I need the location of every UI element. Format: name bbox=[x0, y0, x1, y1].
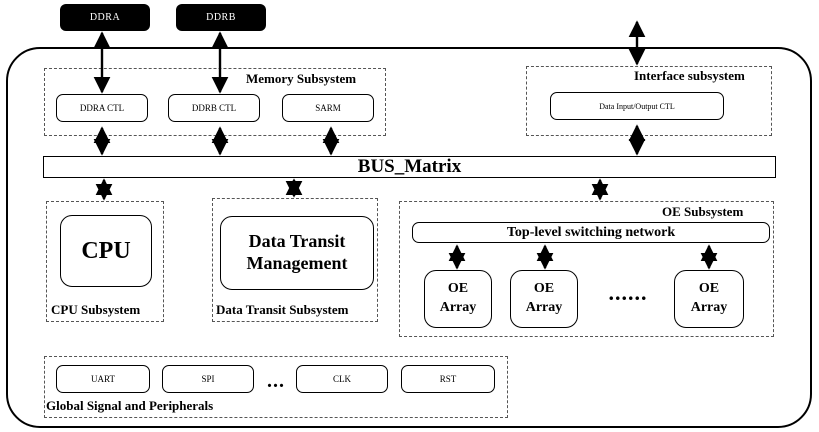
bus-matrix: BUS_Matrix bbox=[43, 156, 776, 178]
oe-array-ellipsis: ...... bbox=[608, 280, 648, 305]
uart: UART bbox=[56, 365, 150, 393]
switching-network: Top-level switching network bbox=[412, 222, 770, 243]
global-peripherals-title: Global Signal and Peripherals bbox=[46, 398, 214, 413]
memory-subsystem-title: Memory Subsystem bbox=[246, 71, 357, 86]
ddra-ctl: DDRA CTL bbox=[56, 94, 148, 122]
data-transit-block: Data Transit Management bbox=[220, 216, 374, 290]
interface-subsystem-title: Interface subsystem bbox=[634, 68, 745, 83]
oe-array-1: OE Array bbox=[424, 270, 492, 328]
interface-subsystem bbox=[526, 66, 772, 136]
sarm: SARM bbox=[282, 94, 374, 122]
data-transit-subsystem bbox=[212, 198, 378, 322]
oe-subsystem bbox=[399, 201, 774, 337]
ddra-chip: DDRA bbox=[60, 4, 150, 31]
clk: CLK bbox=[296, 365, 388, 393]
cpu-subsystem-title: CPU Subsystem bbox=[51, 302, 141, 317]
oe-array-n: OE Array bbox=[674, 270, 744, 328]
oe-array-2: OE Array bbox=[510, 270, 578, 328]
data-io-ctl: Data Input/Output CTL bbox=[550, 92, 724, 120]
peripheral-ellipsis: ... bbox=[267, 369, 285, 392]
ddrb-ctl: DDRB CTL bbox=[168, 94, 260, 122]
spi: SPI bbox=[162, 365, 254, 393]
rst: RST bbox=[401, 365, 495, 393]
global-peripherals bbox=[44, 356, 508, 418]
ddrb-chip: DDRB bbox=[176, 4, 266, 31]
oe-subsystem-title: OE Subsystem bbox=[662, 204, 744, 219]
cpu-block: CPU bbox=[60, 215, 152, 287]
system-boundary bbox=[6, 47, 812, 428]
cpu-subsystem bbox=[46, 201, 164, 322]
data-transit-subsystem-title: Data Transit Subsystem bbox=[216, 302, 349, 317]
